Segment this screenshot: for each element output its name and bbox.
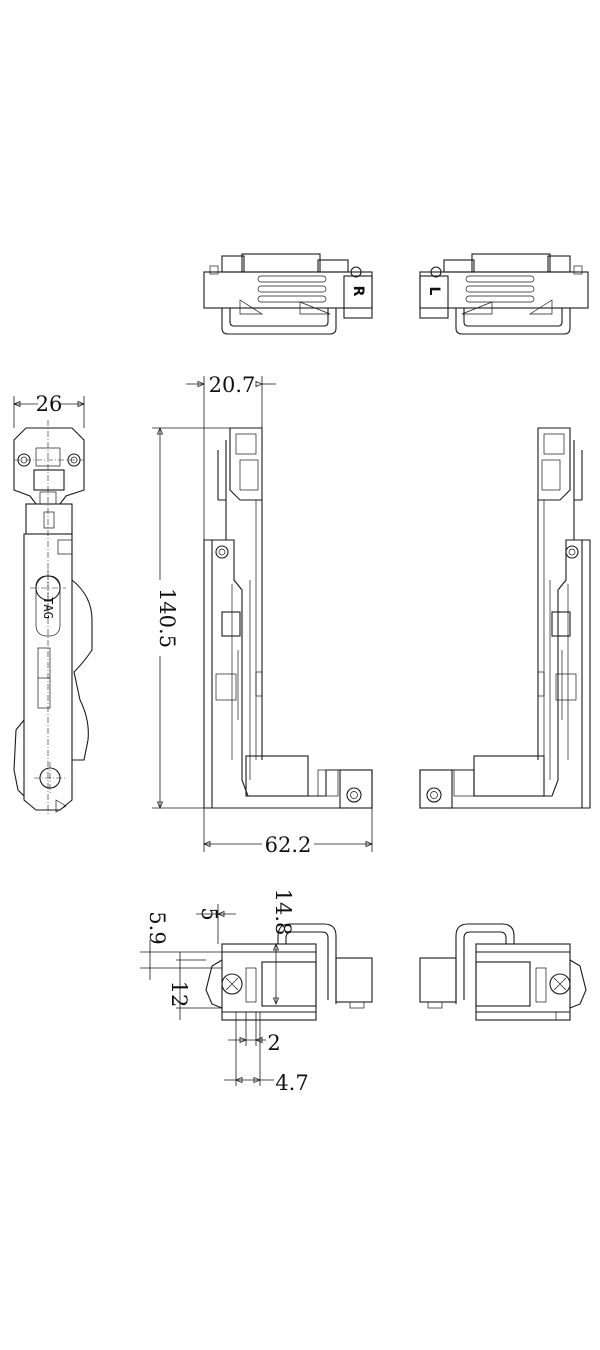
- dim-bottom-d-label: 12: [167, 981, 191, 1008]
- dim-bottom-c-label: 14.8: [271, 889, 295, 936]
- dim-bottom-f-label: 4.7: [275, 1071, 308, 1095]
- side-label-left: L: [426, 287, 442, 296]
- dim-bottom-e-label: 2: [267, 1031, 280, 1055]
- bottom-view-left: [419, 923, 587, 1021]
- dim-bottom-b-label: 5.9: [145, 911, 169, 944]
- dim-top-offset-label: 20.7: [209, 373, 256, 397]
- front-view-left: [419, 427, 591, 809]
- dim-top-offset: 20.7: [186, 373, 276, 540]
- side-label-right: R: [350, 286, 366, 297]
- top-view-left: L: [419, 253, 589, 335]
- dim-side-width: 26: [12, 392, 86, 428]
- dim-side-width-label: 26: [36, 392, 63, 416]
- side-view: TAG: [13, 420, 93, 816]
- dim-bottom-a-label: 5: [197, 907, 221, 920]
- front-view-right: [203, 427, 373, 809]
- bottom-dims: 5 5.9 14.8 12 2 4.7: [140, 889, 309, 1095]
- bottom-view-right: [205, 923, 373, 1021]
- dim-overall-height-label: 140.5: [155, 588, 179, 648]
- dim-overall-height: 140.5: [152, 426, 230, 810]
- top-view-right: R: [203, 253, 373, 335]
- dim-overall-width-label: 62.2: [265, 833, 312, 857]
- dim-overall-width: 62.2: [202, 808, 374, 857]
